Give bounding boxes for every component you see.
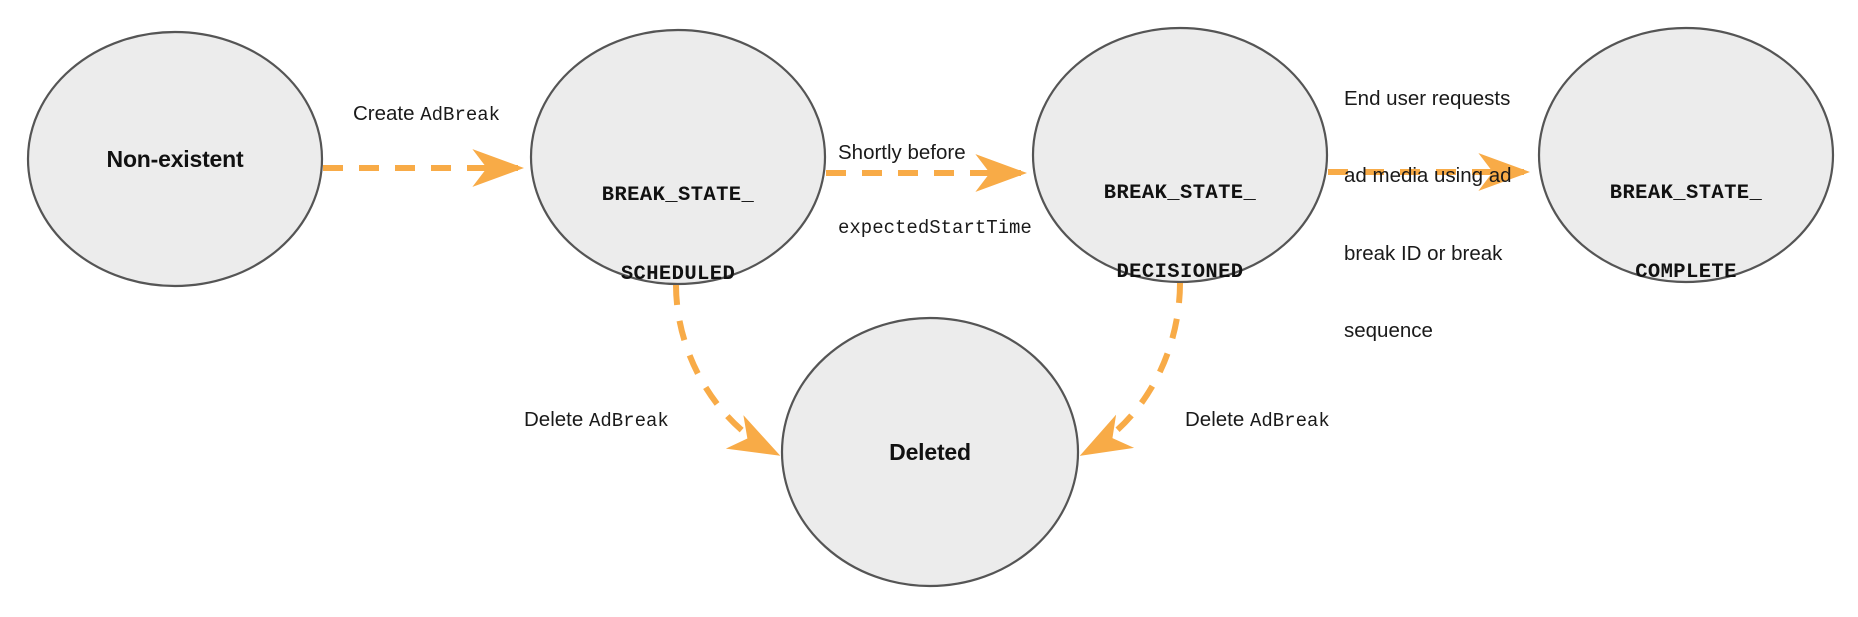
edges-layer bbox=[323, 149, 1531, 456]
node-break-state-decisioned[interactable] bbox=[1031, 26, 1329, 284]
edge-delete-adbreak-from-decisioned[interactable] bbox=[1079, 282, 1183, 456]
nodes-layer bbox=[26, 26, 1835, 588]
node-break-state-complete[interactable] bbox=[1537, 26, 1835, 284]
node-break-state-scheduled[interactable] bbox=[529, 28, 827, 286]
edge-delete-adbreak-from-scheduled[interactable] bbox=[673, 284, 781, 456]
node-non-existent[interactable] bbox=[26, 30, 324, 288]
node-deleted[interactable] bbox=[780, 316, 1080, 588]
